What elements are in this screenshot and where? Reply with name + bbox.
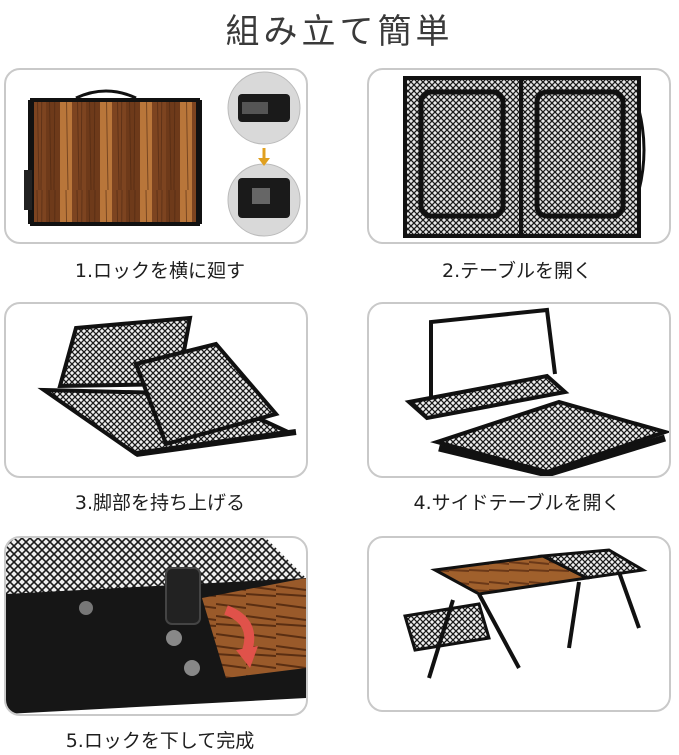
folded-table-image [24,71,301,237]
step-3-caption: 3.脚部を持ち上げる [74,492,246,514]
step-1-caption: 1.ロックを横に廻す [74,260,246,282]
step-5-caption: 5.ロックを下して完成 [65,730,255,752]
step-2-caption: 2.テーブルを開く [442,260,592,282]
step-5-panel [4,536,308,716]
page-title: 組み立て簡単 [225,12,454,52]
lift-legs-image [37,315,297,457]
lock-detail-image [6,538,306,714]
open-side-table-image [404,307,669,476]
completed-table-image [403,548,648,679]
step-1-panel [4,68,308,244]
completed-panel [367,536,671,712]
step-2-panel [367,68,671,244]
step-4-panel [367,302,671,478]
open-table-image [403,76,646,238]
step-3-panel [4,302,308,478]
step-4-caption: 4.サイドテーブルを開く [413,492,621,514]
